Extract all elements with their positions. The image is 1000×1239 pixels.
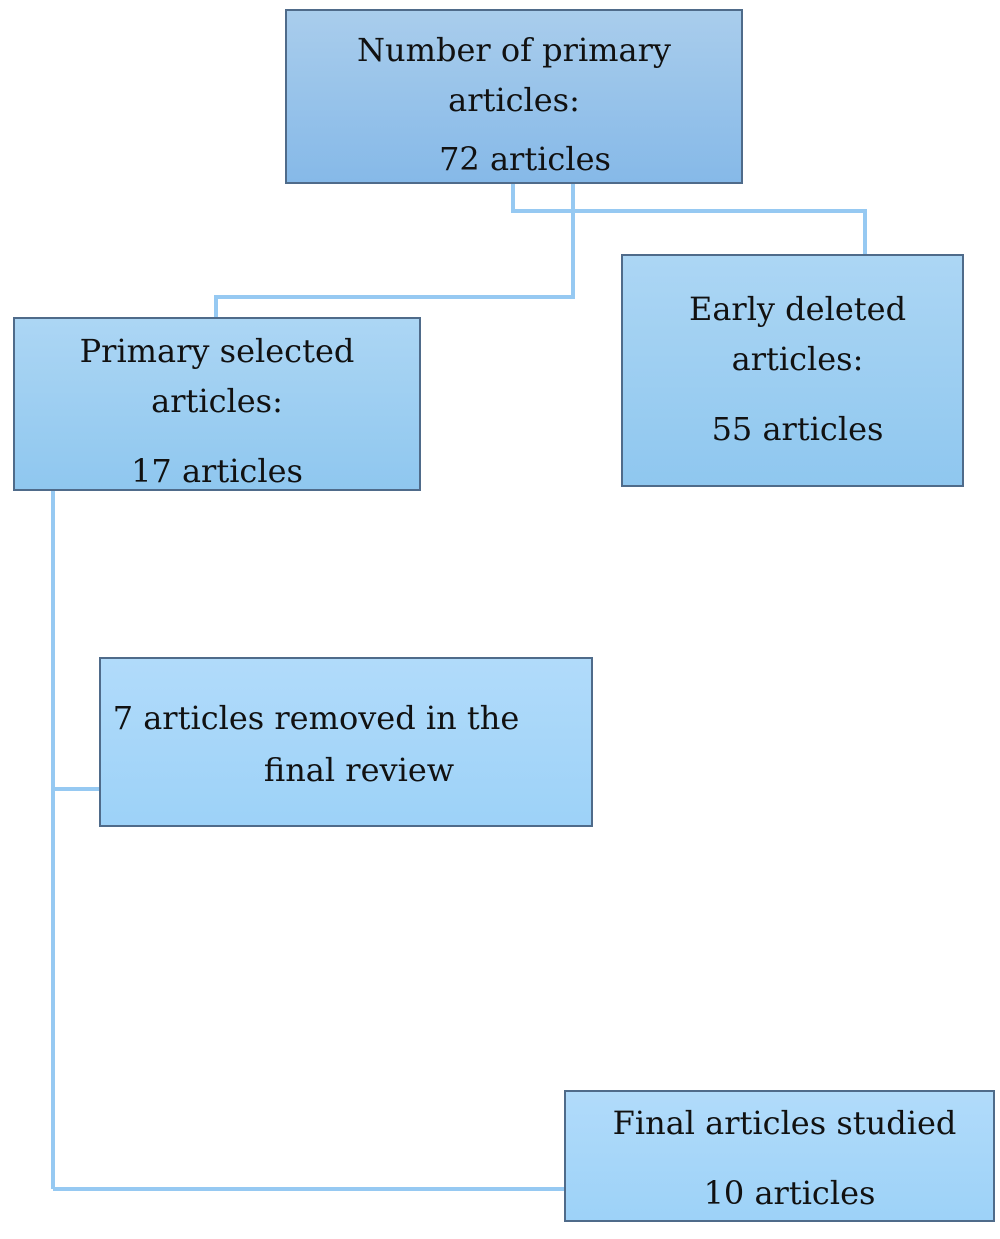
early-deleted-box: Early deleted articles: 55 articles	[621, 254, 964, 487]
removed-final-review-line2: final review	[263, 751, 455, 789]
primary-articles-box: Number of primary articles: 72 articles	[285, 9, 743, 184]
final-articles-title: Final articles studied	[612, 1104, 957, 1142]
connector-top-to-primary-selected	[214, 184, 575, 317]
final-articles-box: Final articles studied 10 articles	[564, 1090, 995, 1222]
primary-selected-count: 17 articles	[131, 452, 303, 490]
primary-articles-title-line1: Number of primary	[357, 31, 671, 69]
removed-final-review-line1: 7 articles removed in the	[112, 699, 520, 737]
primary-selected-box: Primary selected articles: 17 articles	[13, 317, 421, 491]
connector-top-to-early-deleted	[511, 184, 867, 254]
early-deleted-title-line2: articles:	[731, 340, 864, 378]
primary-articles-title-line2: articles:	[448, 81, 580, 119]
early-deleted-title-line1: Early deleted	[688, 290, 907, 328]
final-articles-count: 10 articles	[703, 1174, 876, 1212]
primary-selected-title-line2: articles:	[151, 382, 283, 420]
early-deleted-count: 55 articles	[711, 410, 884, 448]
removed-final-review-box: 7 articles removed in the final review	[99, 657, 593, 827]
primary-articles-count: 72 articles	[439, 140, 611, 178]
primary-selected-title-line1: Primary selected	[79, 332, 355, 370]
